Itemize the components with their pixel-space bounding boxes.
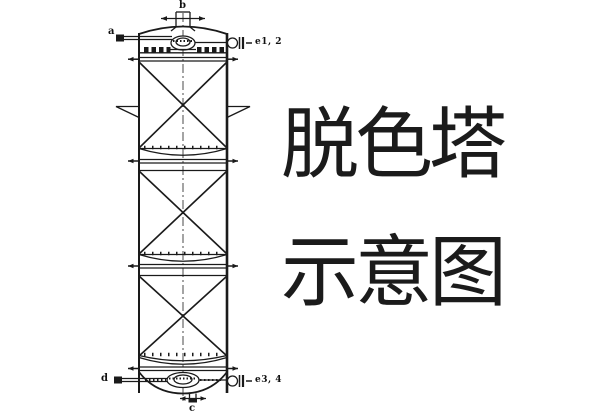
bottom-nozzle-c <box>180 393 206 403</box>
support-tray-1 <box>128 145 238 172</box>
nozzle-e34 <box>226 375 252 387</box>
label-nozzle-b: b <box>179 0 186 11</box>
label-nozzle-e12: e1, 2 <box>255 37 283 47</box>
shell-walls <box>138 33 229 393</box>
support-lugs <box>115 105 251 119</box>
bottom-head <box>138 371 228 395</box>
top-nozzle-b <box>161 11 205 32</box>
packing-bed-2 <box>138 170 228 255</box>
inlet-pipe-a <box>116 34 227 44</box>
support-tray-2 <box>128 251 238 277</box>
label-nozzle-a: a <box>108 26 115 37</box>
packing-bed-1 <box>138 61 228 149</box>
label-nozzle-e34: e3, 4 <box>255 375 283 385</box>
title-line-2: 示意图 <box>281 229 507 316</box>
support-tray-3 <box>128 352 238 372</box>
label-nozzle-c: c <box>189 403 196 414</box>
packing-bed-3 <box>138 275 228 357</box>
outlet-pipe-d <box>114 371 228 389</box>
nozzle-e12 <box>226 37 252 49</box>
liquid-distributor <box>140 35 226 54</box>
label-nozzle-d: d <box>101 373 108 384</box>
girth-flange-top <box>128 56 238 62</box>
top-head <box>138 25 228 35</box>
title-line-1: 脱色塔 <box>281 101 507 188</box>
